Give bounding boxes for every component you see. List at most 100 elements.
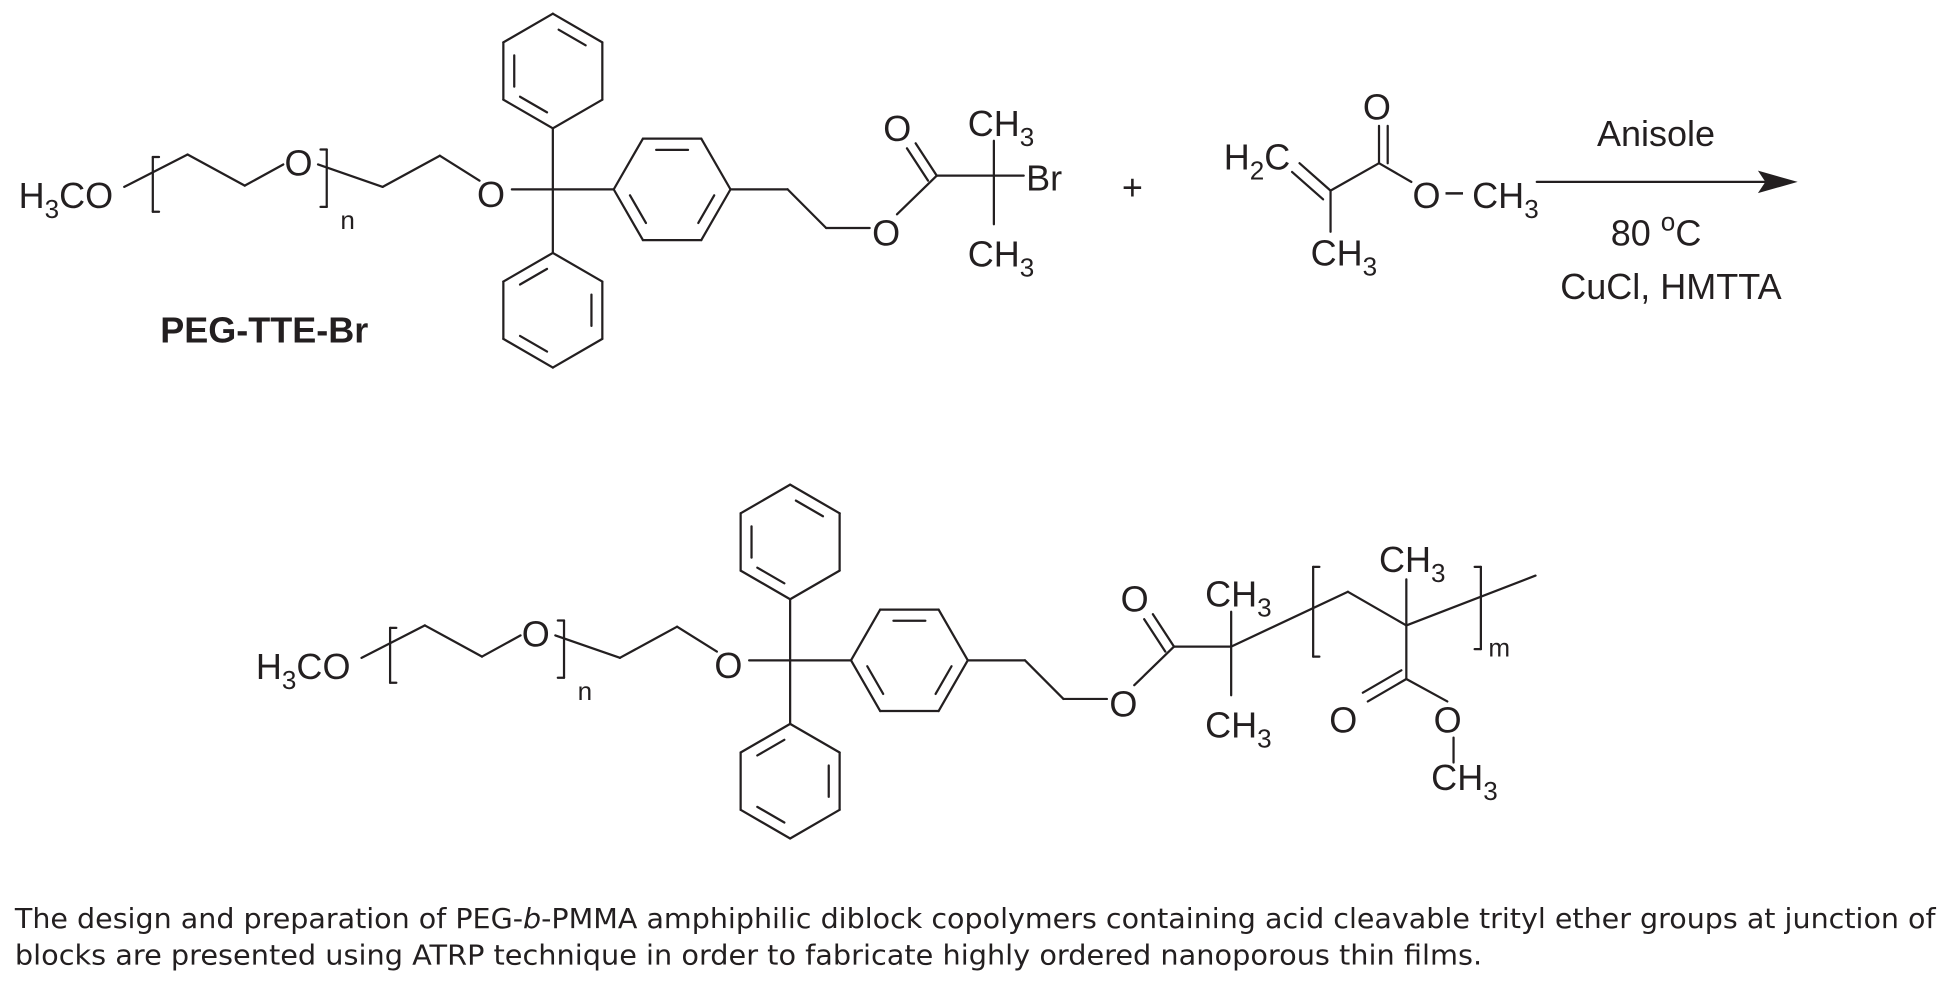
ester-oxygen-label: O [1109,683,1137,724]
vinyl-double [1298,162,1332,192]
compound-name: PEG-TTE-Br [160,310,368,351]
ester-bond [1377,162,1413,184]
phenyl-ring [789,483,841,515]
phenyl-ring-double [557,28,587,47]
reaction-arrow-head [1757,170,1798,194]
ester-bond [1133,645,1176,687]
carbonyl-double [905,147,930,182]
phenylene-ring [700,188,732,242]
pmma-methoxy-label: CH3 [1431,757,1498,806]
plus-sign: + [1122,166,1143,207]
phenylene-ring-double [628,194,648,225]
phenyl-ring [739,483,792,515]
phenyl-ring-double [794,499,825,518]
peg-chain [554,634,622,659]
phenyl-ring [789,569,841,601]
bond-dash: − [1444,173,1465,214]
phenyl-ring [551,12,604,44]
pmma-backbone [1346,590,1408,627]
ester-oxygen-label: O [872,212,900,253]
repeat-m-label: m [1488,633,1510,663]
carbonyl-oxygen-label: O [883,108,911,149]
ester-bond [1405,677,1449,703]
reaction-conditions: Anisole 80 oC CuCl, HMTTA [1560,113,1798,307]
phenyl-ring-double [756,738,786,757]
carbonyl-bond [1366,677,1408,703]
peg-chain [316,163,384,189]
bromine-label: Br [1026,158,1062,199]
phenyl-ring [551,337,604,369]
pmma-carbonyl-oxygen-label: O [1329,700,1357,741]
phenyl-ring [502,251,554,283]
methoxy-methyl-label: CH3 [1472,175,1539,224]
methyl-top-label: CH3 [1205,574,1272,623]
figure-caption: The design and preparation of PEG-b-PMMA… [14,904,1937,971]
methyl-bottom-label: CH3 [968,234,1035,283]
alpha-methyl-label: CH3 [1311,232,1378,281]
phenyl-ring [502,12,554,44]
phenylene-ring-double [697,194,716,225]
ethylene-linker [1023,659,1065,701]
ester-oxygen-label: O [1413,175,1441,216]
vinyl-double [1290,170,1325,201]
peg-chain [381,154,441,189]
phenyl-ring-double [518,334,549,353]
phenylene-ring [937,659,969,713]
phenyl-ring [502,98,554,130]
phenyl-ring [502,337,554,369]
phenyl-ring-double [518,267,549,286]
phenylene-ring-double [866,665,885,696]
pmma-backbone [1405,574,1537,627]
temperature-label: 80 oC [1611,206,1702,253]
reactant-mma: H2C O O − CH3 CH3 [1224,87,1539,282]
methylene-label: H2C [1224,136,1291,185]
peg-chain [675,625,718,653]
phenyl-ring-double [756,805,786,824]
carbonyl-double [1143,618,1167,653]
carbonyl-bond [914,142,938,177]
peg-chain [360,624,427,659]
catalyst-label: CuCl, HMTTA [1560,266,1781,307]
phenylene-ring [937,608,969,662]
peg-oxygen-label: O [284,143,312,184]
peg-chain [618,625,679,659]
phenylene-ring-double [934,665,953,696]
carbonyl-oxygen-label: O [1363,87,1391,128]
c-c-bond [1329,162,1381,192]
methoxy-label: H3CO [19,175,114,224]
repeat-n-label: n [578,676,593,706]
phenylene-ring [700,137,732,191]
pmma-ester-oxygen-label: O [1434,700,1462,741]
carbonyl-oxygen-label: O [1121,579,1149,620]
peg-oxygen-label: O [522,614,550,655]
reactant-peg-tte-br: H3CO O n O O O CH3 CH3 Br PEG-TTE-Br [19,103,1063,351]
peg-chain [423,624,484,658]
bond-layer [123,12,1772,840]
phenyl-ring [551,251,604,283]
ether-oxygen-label: O [477,174,505,215]
repeat-n-label: n [340,205,355,235]
phenyl-ring [789,808,841,840]
methyl-top-label: CH3 [968,103,1035,152]
phenyl-ring [739,569,792,601]
caption-line-2: blocks are presented using ATRP techniqu… [15,940,1482,971]
phenyl-ring-double [756,566,786,585]
peg-chain [243,163,285,187]
phenylene-ring [612,137,645,191]
ester-bond [895,174,938,216]
peg-chain [438,154,481,182]
phenyl-ring [739,808,792,840]
phenylene-ring [849,608,882,662]
pmma-methyl-label: CH3 [1379,539,1446,588]
methyl-bottom-label: CH3 [1205,705,1272,754]
phenyl-ring [739,722,792,754]
phenyl-ring [551,98,604,130]
phenylene-ring [612,188,645,242]
methoxy-label: H3CO [256,646,351,695]
carbonyl-bond [1151,613,1176,648]
ether-oxygen-label: O [714,645,742,686]
caption-line-1: The design and preparation of PEG-b-PMMA… [14,904,1937,935]
product-peg-b-pmma: H3CO O n O O O CH3 CH3 CH3 m O O CH3 [256,539,1510,806]
phenyl-ring-double [518,95,549,114]
